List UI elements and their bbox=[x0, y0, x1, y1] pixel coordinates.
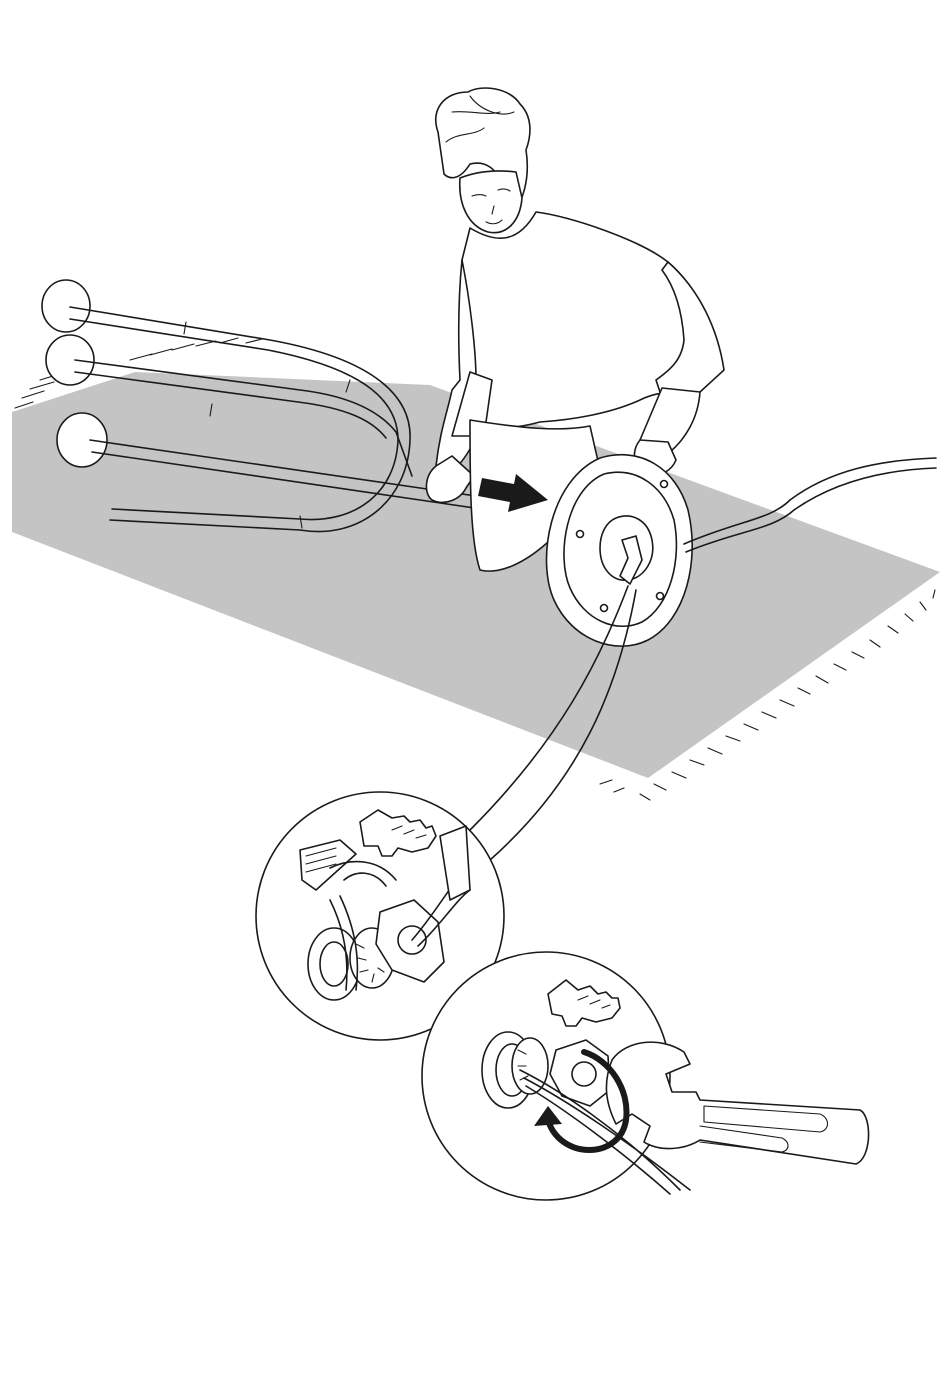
element-end-cap-3 bbox=[57, 413, 107, 467]
element-end-cap-2 bbox=[46, 335, 94, 385]
flange-bolt-1 bbox=[661, 481, 668, 488]
flange-bolt-2 bbox=[577, 531, 584, 538]
element-end-cap-1 bbox=[42, 280, 90, 332]
flange-bolt-3 bbox=[601, 605, 608, 612]
flange-bolt-4 bbox=[657, 593, 664, 600]
lock-washer-2 bbox=[512, 1038, 548, 1094]
detail-circle-2 bbox=[422, 952, 869, 1200]
